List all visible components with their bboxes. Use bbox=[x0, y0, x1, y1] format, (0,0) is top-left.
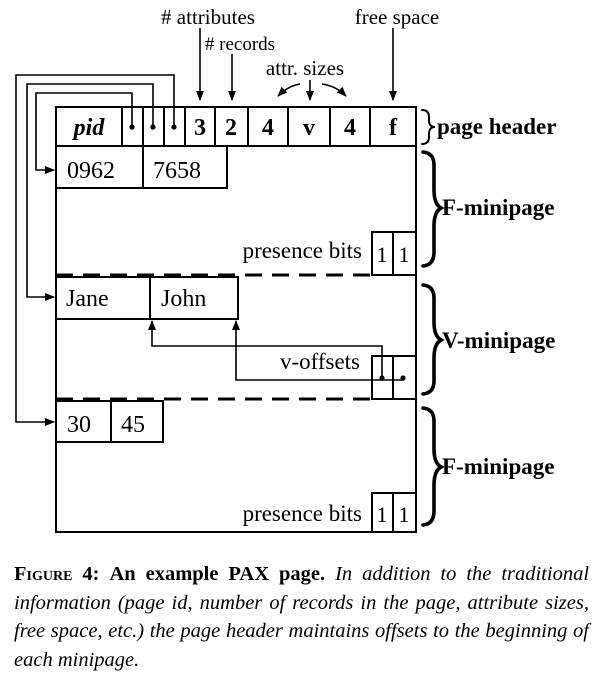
minipage-1-bit-2: 1 bbox=[399, 242, 410, 267]
pointer-to-minipage-3 bbox=[15, 74, 175, 426]
caption-body: In addition to the traditional informati… bbox=[14, 563, 590, 671]
minipage-3-bit-2: 1 bbox=[399, 502, 410, 527]
v-offset-pointer-1 bbox=[148, 320, 383, 378]
v-minipage-brace bbox=[421, 283, 445, 396]
v-offsets-cells bbox=[371, 355, 417, 400]
minipage-1-text: 0962 7658 bbox=[67, 158, 201, 184]
header-record-count: 2 bbox=[225, 115, 237, 141]
pax-page-diagram: # attributes # records attr. sizes free … bbox=[15, 5, 556, 533]
minipage-3-value-2: 45 bbox=[121, 412, 145, 438]
minipage-2-value-1: Jane bbox=[66, 286, 109, 312]
v-offset-pointers bbox=[148, 320, 404, 381]
minipage-3-value-1: 30 bbox=[67, 412, 91, 438]
minipage-3-values bbox=[55, 400, 164, 443]
header-fields: 3 2 4 v 4 f bbox=[194, 115, 398, 141]
minipage-3-bit-1: 1 bbox=[377, 502, 388, 527]
caption-title: An example PAX page. bbox=[109, 563, 326, 585]
attr-sizes-arrow-right bbox=[321, 83, 347, 97]
minipage-2-value-2: John bbox=[161, 286, 206, 312]
minipage-1-value-1: 0962 bbox=[67, 158, 115, 184]
free-space-label: free space bbox=[355, 5, 440, 29]
figure-caption: Figure 4: An example PAX page. In additi… bbox=[14, 560, 589, 674]
header-free-space: f bbox=[389, 115, 398, 141]
minipage-1-bit-1: 1 bbox=[377, 242, 388, 267]
num-records-label: # records bbox=[205, 34, 275, 55]
minipage-3-presence-label: presence bits bbox=[243, 501, 362, 526]
attr-sizes-arrow-left bbox=[277, 83, 301, 97]
minipage-3-text: 30 45 bbox=[67, 412, 145, 438]
section-braces bbox=[421, 109, 445, 527]
pointer-to-minipage-2 bbox=[26, 83, 154, 301]
header-attr-size-3: 4 bbox=[344, 115, 356, 141]
num-attributes-label: # attributes bbox=[161, 5, 255, 29]
minipage-1-presence-label: presence bits bbox=[243, 238, 362, 263]
pid-field: pid bbox=[72, 115, 106, 141]
v-offset-pointer-2 bbox=[232, 320, 404, 381]
minipage-3-presence-bits bbox=[371, 492, 417, 533]
minipage-2-text: Jane John bbox=[66, 286, 206, 312]
f-minipage-2-label: F-minipage bbox=[442, 454, 554, 479]
f-minipage-1-label: F-minipage bbox=[442, 195, 554, 220]
section-labels: page header F-minipage V-minipage F-mini… bbox=[437, 114, 556, 479]
minipage-offset-pointers bbox=[15, 74, 175, 426]
header-attr-size-2: v bbox=[303, 115, 315, 141]
header-attr-size-1: 4 bbox=[262, 115, 274, 141]
v-minipage-label: V-minipage bbox=[442, 328, 555, 353]
minipage-2-values bbox=[55, 276, 239, 320]
page-header-label: page header bbox=[437, 114, 556, 139]
minipage-1-values bbox=[55, 145, 228, 189]
caption-figure-label: Figure 4: bbox=[14, 563, 100, 585]
minipage-1-presence-bits bbox=[371, 231, 417, 276]
page-header-row bbox=[56, 107, 416, 147]
page-header-brace bbox=[421, 109, 436, 145]
v-offsets-label: v-offsets bbox=[280, 349, 360, 374]
header-attribute-count: 3 bbox=[194, 115, 206, 141]
minipage-1-value-2: 7658 bbox=[153, 158, 201, 184]
f-minipage-1-brace bbox=[421, 150, 445, 268]
annotation-arrows bbox=[196, 28, 397, 101]
f-minipage-2-brace bbox=[421, 406, 445, 527]
attr-sizes-label: attr. sizes bbox=[266, 56, 344, 80]
pointer-to-minipage-1 bbox=[35, 92, 133, 174]
